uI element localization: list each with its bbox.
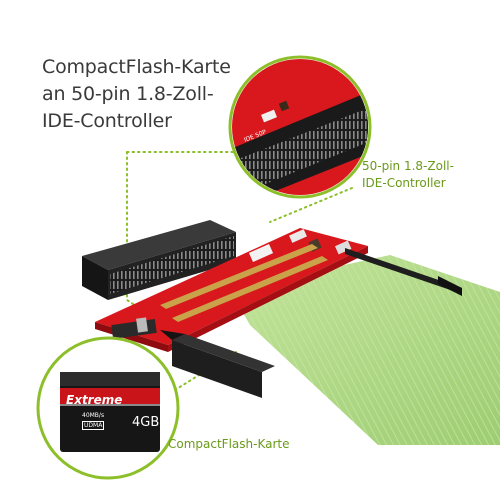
callout-ide-line-1: 50-pin 1.8-Zoll- xyxy=(362,159,454,173)
cf-card-brand: Extreme xyxy=(66,393,123,407)
headline-line-3: IDE-Controller xyxy=(42,110,172,132)
callout-ide-line-2: IDE-Controller xyxy=(362,176,446,190)
zoom-circle-ide: IDE 50P xyxy=(228,55,372,199)
adapter-pcb xyxy=(95,228,368,352)
cf-card-capacity: 4GB xyxy=(132,415,160,430)
ide-connector xyxy=(82,220,236,300)
headline-line-1: CompactFlash-Karte xyxy=(42,56,231,78)
compactflash-card-shape xyxy=(230,255,500,445)
cf-card-mode: UDMA xyxy=(82,421,105,430)
cf-card-speed: 40MB/s xyxy=(82,412,105,419)
headline: CompactFlash-Karte an 50-pin 1.8-Zoll- I… xyxy=(42,54,282,135)
cf-socket-frame xyxy=(160,248,462,398)
callout-label-ide: 50-pin 1.8-Zoll- IDE-Controller xyxy=(362,158,492,192)
zoom-circle-cf-card xyxy=(36,336,180,480)
headline-line-2: an 50-pin 1.8-Zoll- xyxy=(42,83,214,105)
callout-label-cf: CompactFlash-Karte xyxy=(168,437,290,451)
